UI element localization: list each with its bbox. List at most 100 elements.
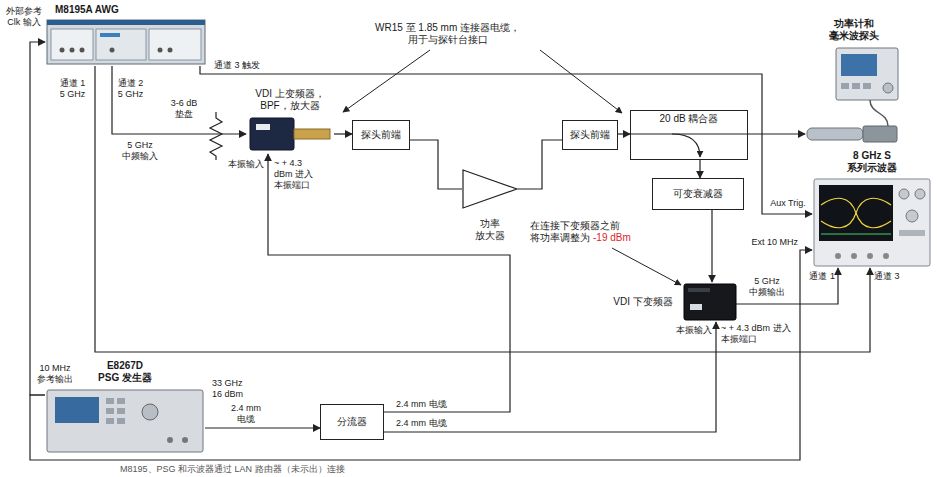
converter-module: VDI 下变频器: [604, 282, 736, 322]
upconverter-body: [250, 118, 294, 150]
scope-knob: [899, 189, 909, 199]
awg-module: [96, 29, 146, 60]
scope-body: [814, 179, 930, 266]
cable-label: 2.4 mm 电缆: [226, 403, 266, 425]
coupler-through-line: [630, 133, 748, 134]
annotation-label: 10 MHz 参考输出: [33, 363, 77, 385]
power-meter-button: [852, 83, 860, 89]
scope-channel-input: [835, 253, 841, 259]
annotation-label: 通道 1 5 GHz: [58, 78, 87, 100]
process-box: 可变衰减器: [652, 178, 744, 210]
scope-screen: [819, 185, 893, 241]
waveguide: [294, 129, 330, 139]
psg-knob: [142, 404, 158, 420]
connector: [518, 140, 562, 189]
annotation-label: 本振输入: [670, 325, 712, 336]
instrument: M8195A AWG: [45, 4, 207, 66]
psg-connector: [182, 437, 188, 443]
scope-trace: [821, 233, 891, 234]
awg-connector: [80, 48, 85, 53]
psg-key: [106, 398, 114, 404]
cable-label: 2.4 mm 电缆: [396, 418, 466, 429]
node-label: 探头前端: [361, 129, 401, 141]
awg-module: [51, 29, 93, 60]
scope-knob: [906, 210, 918, 222]
annotation-label: 3-6 dB 垫盘: [166, 98, 202, 120]
connector: [112, 66, 246, 134]
power-meter-knob: [883, 83, 893, 93]
scope-channel-input: [867, 253, 873, 259]
node-label: VDI 上变频器， BPF，放大器: [247, 88, 333, 112]
psg-key: [117, 398, 125, 404]
scope-button: [899, 230, 925, 236]
scope-trace: [821, 198, 891, 227]
annotation-label: Aux Trig.: [765, 198, 811, 209]
annotation-label: -19 dBm: [593, 232, 631, 244]
awg-connector: [110, 48, 115, 53]
annotation-label: Ext 10 MHz: [748, 237, 798, 248]
process-box: 探头前端: [352, 120, 410, 150]
connector: [410, 140, 462, 189]
node-label: 20 dB 耦合器: [660, 113, 719, 125]
annotation-label: ~ + 4.3 dBm 进入 本振端口: [274, 158, 320, 191]
annotation-label: ~ + 4.3 dBm 进入 本振端口: [721, 323, 796, 345]
amplifier-symbol: [463, 170, 517, 208]
upconverter-logo: [256, 124, 270, 130]
amplifier: 功率 放大器: [462, 168, 518, 242]
node-label: E8267D PSG 发生器: [96, 360, 154, 384]
awg-connector: [168, 48, 173, 53]
connector: [268, 154, 510, 412]
scope-channel-input: [883, 253, 889, 259]
annotation-label: 通道 2 5 GHz: [116, 78, 145, 100]
power-meter-button: [841, 83, 849, 89]
mmwave-probe: [807, 128, 863, 140]
downconverter-logo: [690, 304, 702, 310]
connector: [200, 66, 812, 214]
psg-key: [117, 408, 125, 414]
scope-knob: [915, 189, 925, 199]
awg-indicator: [100, 33, 120, 37]
mmwave-probe-head: [863, 126, 897, 142]
cable-label: 2.4 mm 电缆: [396, 399, 466, 410]
annotation-label: 本振输入: [224, 159, 264, 170]
instrument: 8 GHz S 系列示波器: [812, 150, 932, 268]
connector: [736, 268, 838, 304]
annotation-label: 通道 3 触发: [214, 60, 294, 71]
connector: [334, 133, 352, 134]
instrument: 功率计和 毫米波探头: [805, 18, 903, 142]
annotation-label: 33 GHz 16 dBm: [212, 378, 252, 400]
psg-key: [106, 408, 114, 414]
psg-key: [106, 418, 114, 424]
leader-line: [540, 50, 622, 113]
node-label: VDI 下变频器: [604, 296, 682, 308]
psg-screen: [55, 397, 99, 423]
power-meter-screen: [841, 54, 877, 76]
node-label: 可变衰减器: [673, 188, 723, 200]
connector: [384, 322, 716, 432]
node-label: 分流器: [337, 416, 367, 428]
downconverter-highlight: [688, 288, 710, 292]
annotation-label: 通道 1: [803, 271, 835, 282]
connector: [748, 133, 805, 134]
converter-module: VDI 上变频器， BPF，放大器: [246, 88, 334, 154]
connector: [30, 42, 45, 395]
annotation-label: WR15 至 1.85 mm 连接器电缆， 用于与探针台接口: [360, 22, 535, 46]
awg-chassis: [47, 20, 205, 64]
connector: [711, 210, 712, 282]
node-label: 功率 放大器: [470, 218, 510, 242]
leader-line: [343, 50, 430, 112]
downconverter-body: [684, 284, 736, 320]
annotation-label: 外部参考 Clk 输入: [4, 6, 44, 28]
power-meter-body: [836, 48, 898, 100]
node-label: 8 GHz S 系列示波器: [841, 150, 903, 174]
connector: [618, 133, 630, 134]
connector: [699, 160, 700, 178]
caption: M8195、PSG 和示波器通过 LAN 路由器（未示出）连接: [120, 464, 540, 475]
awg-connector: [60, 48, 65, 53]
psg-body: [47, 390, 203, 452]
coupler-branch-arrow: [672, 134, 700, 157]
process-box: 分流器: [320, 404, 384, 440]
connector: [30, 250, 812, 460]
connector: [95, 66, 870, 352]
